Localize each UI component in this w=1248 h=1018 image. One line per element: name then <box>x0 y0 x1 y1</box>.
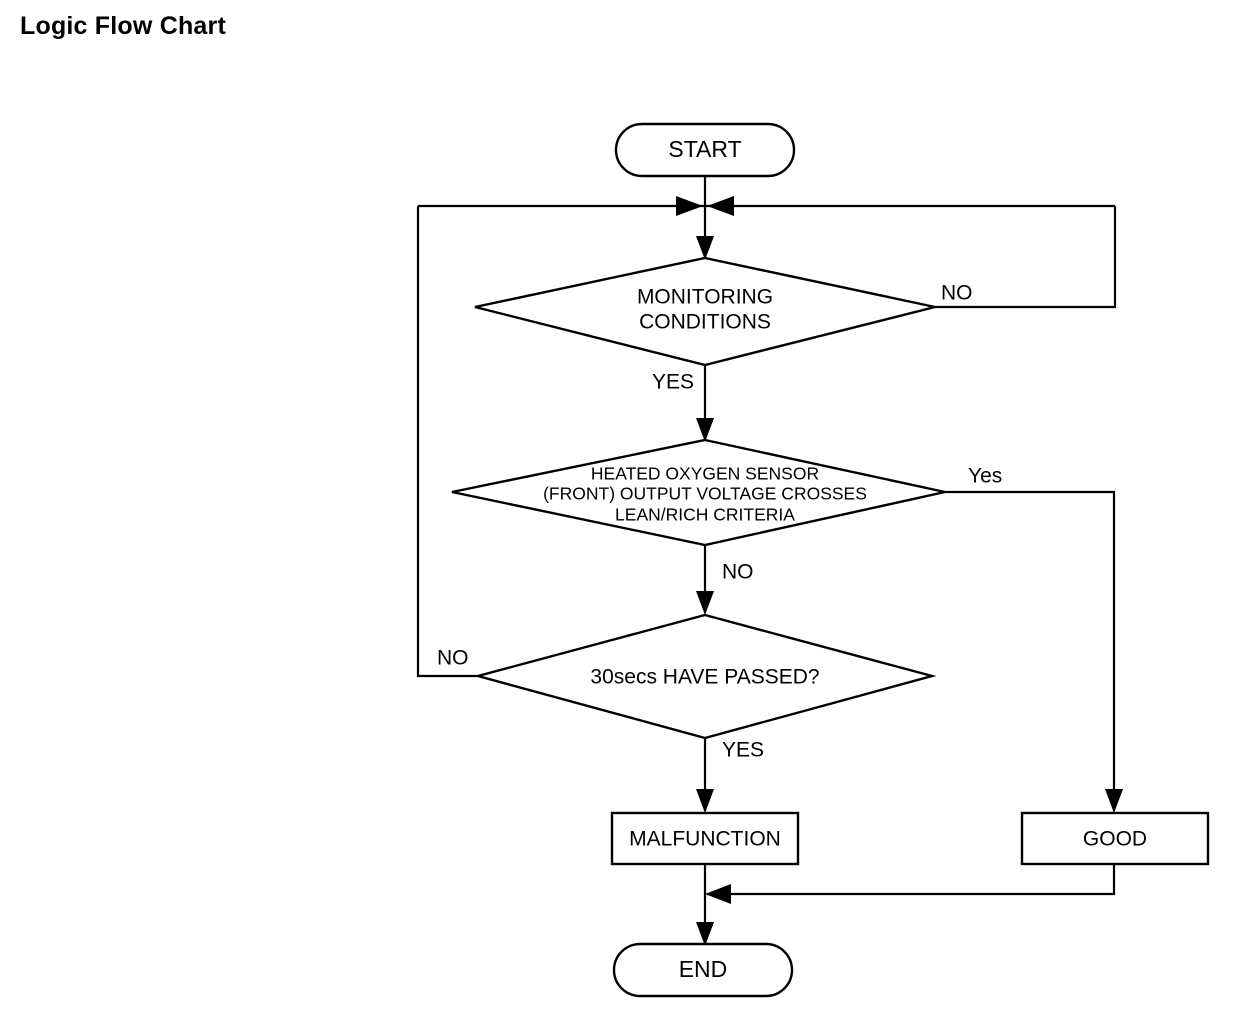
arrowhead-right-into-junction <box>676 196 703 216</box>
edge-cond1-yes-to-cond2 <box>696 365 714 442</box>
arrowhead-down-to-cond2 <box>696 418 714 442</box>
decision1-label-line1: MONITORING <box>637 286 773 309</box>
end-label: END <box>679 956 728 982</box>
node-decision-heated-oxygen-sensor[interactable]: HEATED OXYGEN SENSOR (FRONT) OUTPUT VOLT… <box>451 438 946 547</box>
edge-feedback-merge-bar <box>418 196 1115 216</box>
arrowhead-down-to-malfunction <box>696 789 714 813</box>
edge-cond3-yes-to-malfunction <box>696 738 714 813</box>
decision1-diamond-shape[interactable] <box>474 256 936 367</box>
edge-cond1-no-loop <box>935 206 1117 309</box>
arrowhead-down-to-end <box>696 922 714 946</box>
page-title: Logic Flow Chart <box>20 12 226 40</box>
node-decision-monitoring-conditions[interactable]: MONITORING CONDITIONS <box>474 256 936 367</box>
good-box-shape[interactable] <box>1020 811 1210 866</box>
decision3-label: 30secs HAVE PASSED? <box>590 666 819 689</box>
node-malfunction[interactable]: MALFUNCTION <box>610 811 800 866</box>
arrowhead-down-to-cond1 <box>696 236 714 260</box>
malfunction-box-shape[interactable] <box>610 811 800 866</box>
start-terminator-shape[interactable] <box>614 122 796 178</box>
edge-start-to-junction <box>696 176 714 260</box>
decision2-label-line3: LEAN/RICH CRITERIA <box>615 505 795 525</box>
start-label: START <box>668 136 741 162</box>
decision2-label-line1: HEATED OXYGEN SENSOR <box>591 464 819 484</box>
node-good[interactable]: GOOD <box>1020 811 1210 866</box>
edge-cond2-yes-to-good <box>945 490 1123 813</box>
good-label: GOOD <box>1083 828 1147 851</box>
edge-label-cond1-no: NO <box>941 282 973 305</box>
decision3-diamond-shape[interactable] <box>473 613 937 740</box>
edge-label-cond3-yes: YES <box>722 739 764 762</box>
edge-label-cond1-yes: YES <box>652 371 694 394</box>
edge-label-cond2-yes: Yes <box>968 465 1002 488</box>
arrowhead-down-to-good <box>1105 789 1123 813</box>
arrowhead-left-into-junction <box>707 196 734 216</box>
edge-cond2-no-to-cond3 <box>696 545 714 615</box>
decision1-label-line2: CONDITIONS <box>639 311 771 334</box>
edge-malfunction-to-end <box>696 864 714 946</box>
malfunction-label: MALFUNCTION <box>629 828 781 851</box>
arrowhead-left-into-end-line <box>705 884 731 904</box>
node-decision-30secs-passed[interactable]: 30secs HAVE PASSED? <box>473 613 937 740</box>
node-start[interactable]: START <box>614 122 796 178</box>
decision2-label-line2: (FRONT) OUTPUT VOLTAGE CROSSES <box>543 484 867 504</box>
edge-good-to-end <box>705 864 1116 904</box>
arrowhead-down-to-cond3 <box>696 591 714 615</box>
decision2-diamond-shape[interactable] <box>451 438 946 547</box>
edge-label-cond3-no: NO <box>437 647 469 670</box>
edge-cond3-no-loop <box>416 206 478 678</box>
edge-label-cond2-no: NO <box>722 561 754 584</box>
node-end[interactable]: END <box>612 942 794 998</box>
end-terminator-shape[interactable] <box>612 942 794 998</box>
